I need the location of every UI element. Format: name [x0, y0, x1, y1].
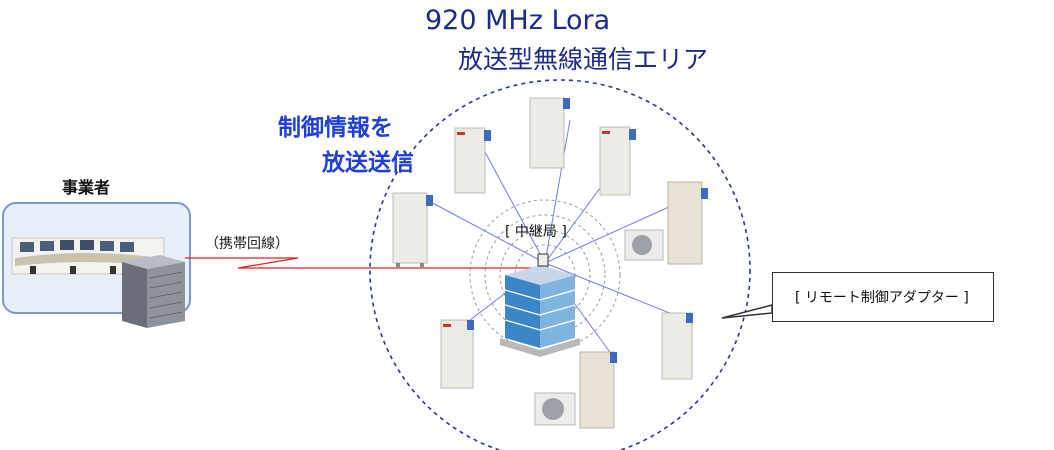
- remote-adapter-label: [ リモート制御アダプター ]: [795, 290, 969, 306]
- mobile-line-label: （携帯回線）: [205, 236, 289, 252]
- diagram-title-line2: 放送型無線通信エリア: [458, 45, 709, 74]
- remote-adapter-callout: [772, 272, 994, 322]
- operator-label: 事業者: [62, 178, 111, 197]
- water-heater-icon: [392, 97, 708, 429]
- control-info-text-line2: 放送送信: [322, 150, 414, 176]
- relay-station-label: [ 中継局 ]: [505, 224, 567, 240]
- mobile-line-signal: [185, 257, 540, 269]
- adapter-callout-pointer: [721, 304, 773, 319]
- server-rack-icon: [122, 255, 185, 328]
- office-building-icon: [500, 253, 580, 357]
- control-info-text-line1: 制御情報を: [278, 115, 393, 141]
- diagram-title-line1: 920 MHz Lora: [425, 5, 611, 36]
- coverage-circle: [369, 79, 751, 450]
